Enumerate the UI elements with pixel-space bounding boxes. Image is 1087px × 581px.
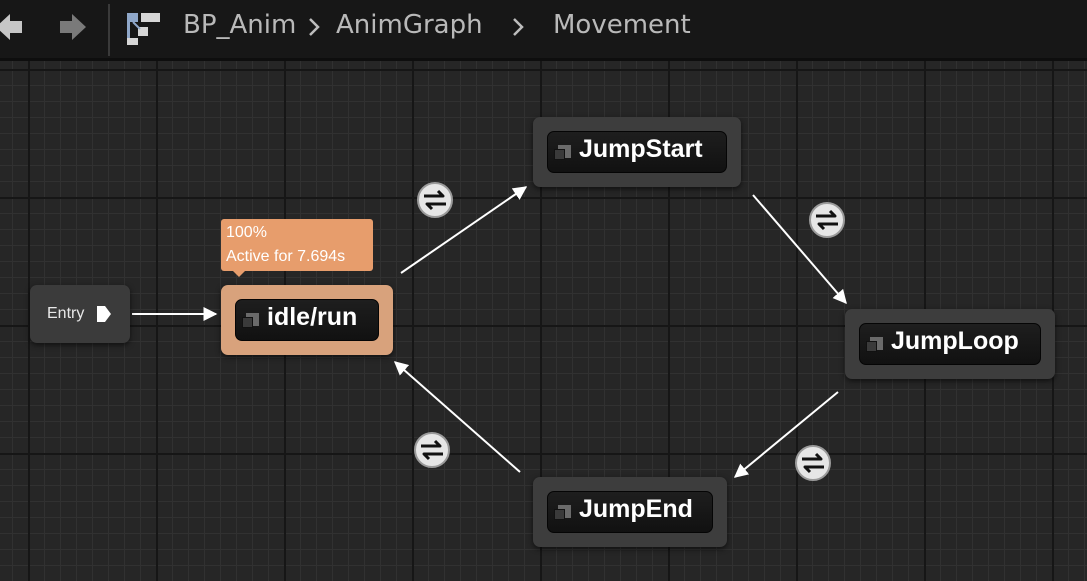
state-machine-graph-icon	[127, 13, 160, 45]
state-title-box: idle/run	[235, 299, 379, 341]
state-icon	[554, 505, 571, 520]
forward-arrow-icon[interactable]	[58, 10, 88, 44]
state-title-box: JumpEnd	[547, 491, 713, 533]
chevron-right-icon	[309, 18, 320, 36]
state-name: JumpStart	[579, 135, 703, 163]
transition-wire-jumpend-to-idle[interactable]	[393, 361, 521, 473]
exec-pin-icon[interactable]	[96, 305, 112, 323]
transition-rule-icon[interactable]	[808, 201, 846, 239]
transition-wire-jumpstart-to-jumploop[interactable]	[752, 194, 847, 305]
breadcrumb-animgraph[interactable]: AnimGraph	[336, 10, 483, 40]
state-node-jumpstart[interactable]: JumpStart	[533, 117, 741, 187]
graph-breadcrumb-bar: BP_Anim AnimGraph Movement	[0, 0, 1087, 61]
state-icon	[554, 145, 571, 160]
state-icon	[242, 313, 259, 328]
breadcrumb-movement[interactable]: Movement	[553, 10, 691, 40]
state-weight: 100%	[226, 224, 267, 241]
transition-rule-icon[interactable]	[794, 444, 832, 482]
chevron-right-icon	[513, 18, 524, 36]
back-arrow-icon[interactable]	[0, 10, 24, 44]
entry-label: Entry	[47, 305, 85, 322]
toolbar-divider	[108, 4, 110, 56]
transition-rule-icon[interactable]	[416, 181, 454, 219]
active-state-debug-tooltip: 100% Active for 7.694s	[221, 219, 373, 277]
transition-wire-idle-to-jumpstart[interactable]	[400, 186, 528, 274]
state-name: idle/run	[267, 303, 358, 331]
transition-wire-jumploop-to-jumpend[interactable]	[733, 391, 839, 478]
transition-rule-icon[interactable]	[413, 431, 451, 469]
state-name: JumpLoop	[891, 327, 1019, 355]
state-name: JumpEnd	[579, 495, 693, 523]
state-title-box: JumpStart	[547, 131, 727, 173]
state-node-jumpend[interactable]: JumpEnd	[533, 477, 727, 547]
state-icon	[866, 337, 883, 352]
state-title-box: JumpLoop	[859, 323, 1041, 365]
state-node-jumploop[interactable]: JumpLoop	[845, 309, 1055, 379]
entry-node[interactable]: Entry	[30, 285, 130, 343]
state-node-idle-run[interactable]: idle/run	[221, 285, 393, 355]
breadcrumb-bp-anim[interactable]: BP_Anim	[183, 10, 297, 40]
state-active-time: Active for 7.694s	[226, 248, 346, 265]
